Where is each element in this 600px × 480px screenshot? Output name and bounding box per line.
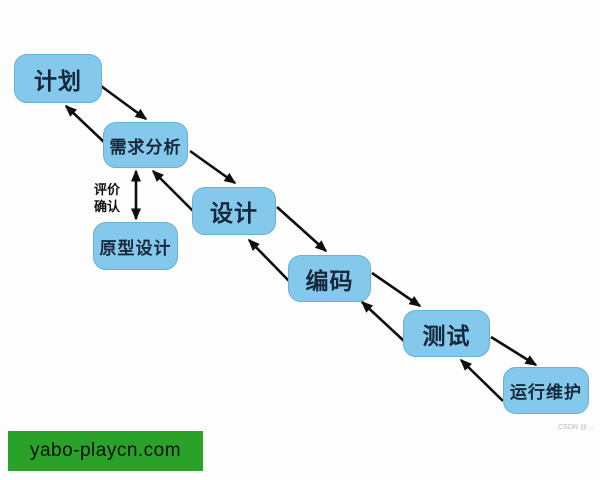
arrow-testing-to-maintenance <box>490 335 538 367</box>
node-plan: 计划 <box>14 54 102 103</box>
node-maintenance: 运行维护 <box>503 367 589 414</box>
node-design: 设计 <box>192 187 276 235</box>
domain-banner: yabo-playcn.com <box>8 431 203 471</box>
arrow-testing-to-coding <box>360 300 405 342</box>
node-prototype-design: 原型设计 <box>93 222 178 270</box>
arrow-coding-to-design <box>247 238 290 282</box>
node-requirements-analysis: 需求分析 <box>103 122 188 168</box>
evaluation-line1: 评价 <box>94 182 121 197</box>
arrow-plan-to-requirements <box>100 84 148 121</box>
arrow-maintenance-to-testing <box>459 358 504 402</box>
arrow-design-to-coding <box>276 206 328 253</box>
node-coding: 编码 <box>288 255 371 302</box>
arrow-design-to-requirements <box>151 169 195 213</box>
arrow-requirements-to-design <box>189 149 237 185</box>
node-testing: 测试 <box>403 310 490 357</box>
evaluation-line2: 确认 <box>94 199 121 214</box>
arrow-requirements-to-plan <box>64 104 105 143</box>
csdn-watermark: CSDN @… <box>558 424 594 431</box>
evaluation-confirm-label: 评价确认 <box>94 181 120 215</box>
arrow-coding-to-testing <box>371 271 422 308</box>
